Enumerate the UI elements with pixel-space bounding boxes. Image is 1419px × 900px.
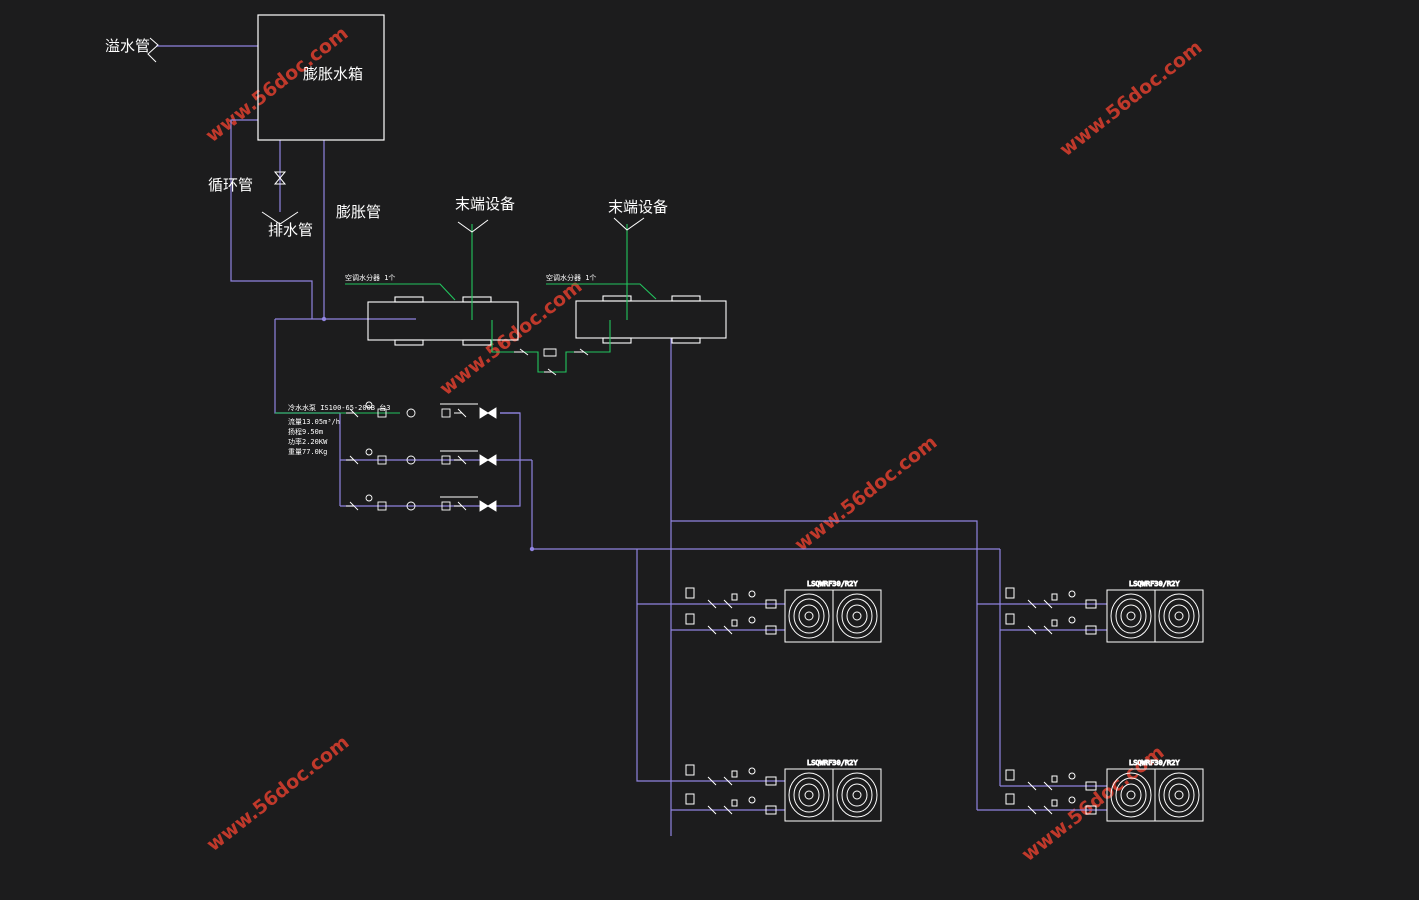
watermark-4: www.56doc.com	[791, 431, 942, 556]
fan-icon	[1158, 593, 1200, 639]
water-separator-2	[575, 295, 727, 344]
pipe-junction	[321, 316, 327, 322]
chiller-groups: LSQWRF30/R2Y LSQWRF30/R2Y LSQWRF30/R2Y LSQW…	[685, 580, 1204, 822]
watermark-layer: www.56doc.com www.56doc.com www.56doc.co…	[202, 22, 1207, 866]
drain-valve-icon	[261, 171, 299, 225]
pump-power: 功率2.20KW	[288, 437, 328, 446]
pump-rows	[346, 401, 497, 512]
overflow-pipe-label: 溢水管	[105, 37, 150, 55]
terminal-1-label: 末端设备	[455, 195, 515, 213]
fan-icon	[836, 593, 878, 639]
expansion-tank-label: 膨胀水箱	[303, 65, 363, 83]
separator-1-leader	[345, 283, 456, 301]
fan-icon	[1158, 772, 1200, 818]
fan-icon	[1110, 593, 1152, 639]
chiller-unit: LSQWRF30/R2Y	[1005, 580, 1204, 643]
chiller-model-label: LSQWRF30/R2Y	[807, 580, 858, 588]
pump-row	[346, 401, 497, 419]
pump-model: 冷水水泵 IS100-65-200B 台3	[288, 403, 390, 412]
chiller-model-label: LSQWRF30/R2Y	[807, 759, 858, 767]
pump-icon	[406, 501, 416, 511]
pump-row	[346, 494, 497, 512]
pump-flow: 流量13.05m³/h	[288, 417, 340, 426]
fan-icon	[1110, 772, 1152, 818]
fan-icon	[788, 593, 830, 639]
fan-icon	[788, 772, 830, 818]
pump-spec-block: 冷水水泵 IS100-65-200B 台3 流量13.05m³/h 扬程9.50…	[288, 403, 390, 456]
pump-icon	[406, 455, 416, 465]
watermark-2: www.56doc.com	[1056, 36, 1207, 161]
chiller-unit: LSQWRF30/R2Y	[685, 580, 882, 643]
separator-2-leader	[546, 283, 657, 300]
expansion-tank: 膨胀水箱	[257, 14, 385, 141]
water-separator-1	[367, 296, 519, 346]
watermark-5: www.56doc.com	[203, 731, 354, 856]
separator-1-note: 空调水分器 1个	[345, 273, 395, 282]
terminal-2-label: 末端设备	[608, 198, 668, 216]
chiller-unit: LSQWRF30/R2Y	[1005, 759, 1204, 822]
chiller-model-label: LSQWRF30/R2Y	[1129, 759, 1180, 767]
watermark-1: www.56doc.com	[202, 22, 353, 147]
drain-pipe-label: 排水管	[268, 221, 313, 239]
circulation-pipe-label: 循环管	[208, 176, 253, 194]
pump-head: 扬程9.50m	[288, 427, 323, 436]
expansion-pipe-label: 膨胀管	[336, 203, 381, 221]
pump-row	[346, 448, 497, 466]
pump-icon	[406, 408, 416, 418]
chiller-model-label: LSQWRF30/R2Y	[1129, 580, 1180, 588]
watermark-3: www.56doc.com	[436, 275, 587, 400]
pump-weight: 重量77.0Kg	[288, 448, 327, 456]
pipe-break-icon	[147, 37, 159, 63]
terminal-equipment-icons	[457, 217, 645, 233]
pipe-junction	[529, 546, 535, 552]
separator-2-note: 空调水分器 1个	[546, 273, 596, 282]
chiller-unit: LSQWRF30/R2Y	[685, 759, 882, 822]
bypass-valve-icons	[514, 348, 589, 376]
fan-icon	[836, 772, 878, 818]
